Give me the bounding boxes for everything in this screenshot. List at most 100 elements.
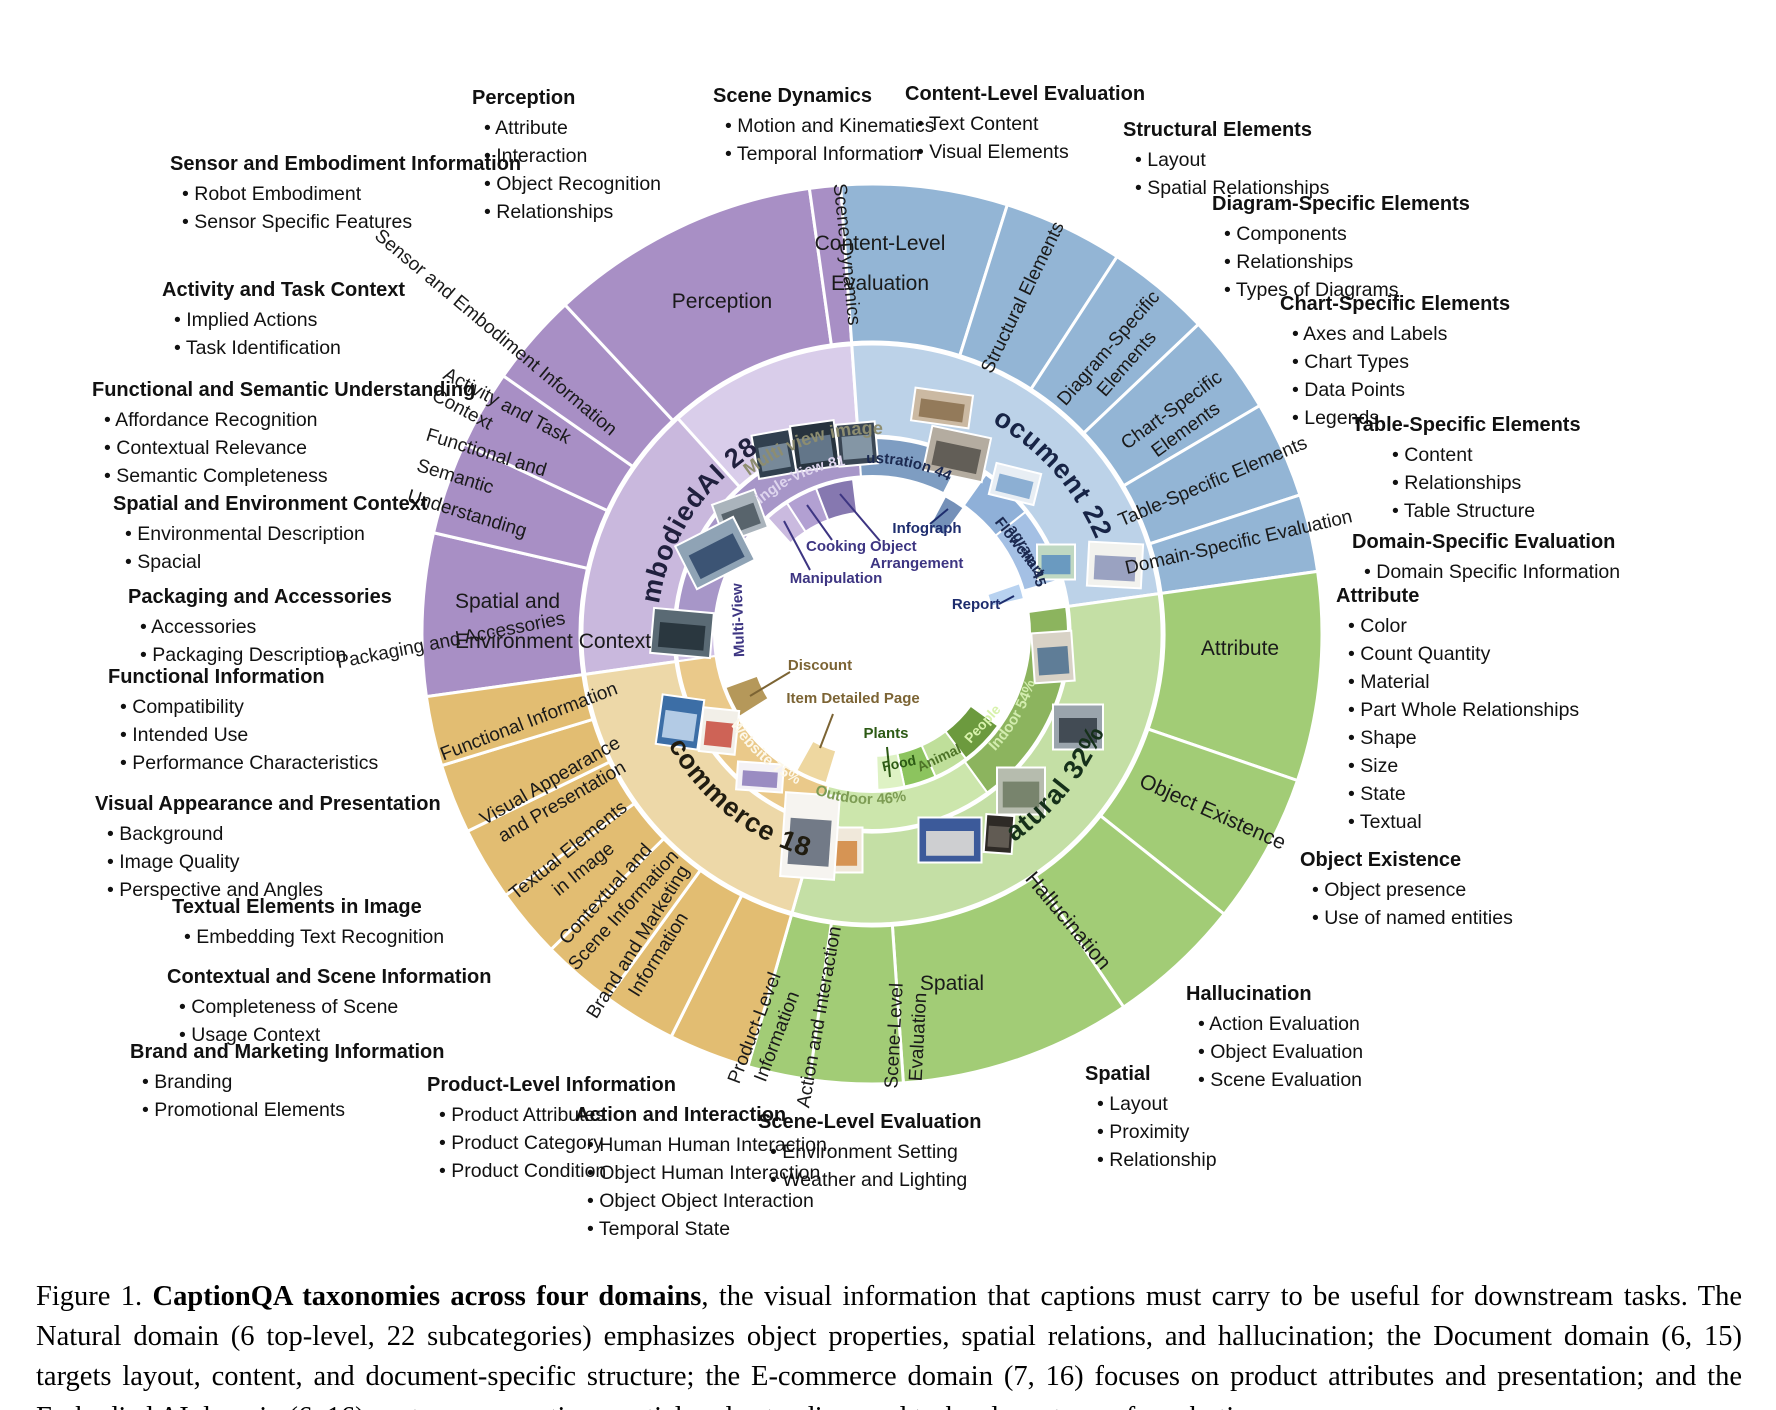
photo-thumbnail — [654, 693, 706, 751]
contextual-scene-information-annotation-title: Contextual and Scene Information — [167, 966, 492, 988]
scene-dynamics-annotation: Scene Dynamics• Motion and Kinematics• T… — [713, 84, 935, 168]
scene-dynamics-bullet: • Motion and Kinematics — [725, 115, 935, 137]
textual-elements-in-image-annotation-title: Textual Elements in Image — [172, 896, 422, 918]
photo-thumbnail — [697, 706, 741, 756]
structural-elements-annotation-title: Structural Elements — [1123, 119, 1312, 141]
sensor-embodiment-info-annotation-title: Sensor and Embodiment Information — [170, 153, 522, 175]
table-specific-elements-annotation: Table-Specific Elements• Content• Relati… — [1352, 413, 1581, 525]
spatial-label: Spatial — [920, 972, 984, 995]
activity-task-context-bullet: • Implied Actions — [174, 309, 318, 331]
functional-information-bullet: • Compatibility — [120, 696, 244, 718]
activity-task-context-annotation-title: Activity and Task Context — [162, 279, 406, 301]
photo-thumbnail — [673, 515, 757, 591]
spatial-environment-context-bullet: • Environmental Description — [125, 523, 365, 545]
functional-information-bullet: • Intended Use — [120, 724, 249, 746]
caption-prefix: Figure 1. — [36, 1280, 153, 1312]
product-level-information-annotation: Product-Level Information • Product Attri… — [427, 1073, 676, 1185]
spatial-bottom-annotation-title: Spatial — [1085, 1063, 1151, 1085]
photo-thumbnail — [1085, 540, 1145, 590]
visual-appearance-presentation-bullet: • Perspective and Angles — [107, 879, 324, 901]
product-level-information-annotation-title: Product-Level Information — [427, 1074, 676, 1096]
cooking-leader-line — [806, 504, 833, 541]
content-level-evaluation-bullet: • Text Content — [917, 113, 1039, 135]
functional-semantic-understanding-bullet: • Affordance Recognition — [104, 409, 318, 431]
structural-elements-bullet: • Layout — [1135, 149, 1206, 171]
item-detailed-page-leader-line — [819, 713, 834, 749]
scene-level-evaluation-bullet: • Weather and Lighting — [770, 1169, 968, 1191]
diagram-specific-elements-bullet: • Relationships — [1224, 251, 1354, 273]
photo-thumbnail — [735, 760, 785, 794]
spatial-environment-context-annotation-title: Spatial and Environment Context — [113, 493, 428, 515]
functional-semantic-understanding-bullet: • Contextual Relevance — [104, 437, 308, 459]
hallucination-bullet: • Scene Evaluation — [1198, 1069, 1363, 1091]
chart-specific-elements-bullet: • Data Points — [1292, 379, 1406, 401]
figure-caption: Figure 1. CaptionQA taxonomies across fo… — [36, 1277, 1742, 1410]
perception-annotation-title: Perception — [472, 87, 576, 109]
content-level-evaluation-annotation-title: Content-Level Evaluation — [905, 83, 1146, 105]
infograph-label: Infograph — [892, 520, 961, 537]
chart-specific-elements-bullet: • Legends — [1292, 407, 1380, 429]
item-detailed-page-wedge — [795, 739, 838, 785]
domain-specific-evaluation-annotation-title: Domain-Specific Evaluation — [1352, 531, 1616, 553]
diagram-specific-elements-annotation: Diagram-Specific Elements• Components• R… — [1212, 192, 1470, 304]
packaging-accessories-wedge — [424, 672, 595, 768]
chart-specific-elements-bullet: • Chart Types — [1292, 351, 1410, 373]
discount-label: Discount — [788, 657, 852, 674]
action-and-interaction-bullet: • Temporal State — [587, 1218, 731, 1240]
chart-specific-elements-annotation-title: Chart-Specific Elements — [1280, 293, 1511, 315]
spatial-bottom-bullet: • Layout — [1097, 1093, 1168, 1115]
photo-thumbnail — [917, 816, 983, 864]
perception-bullet: • Object Recognition — [484, 173, 662, 195]
ecommerce-domain-wedge — [583, 659, 820, 915]
attribute-bullet: • Count Quantity — [1348, 643, 1491, 665]
textual-elements-in-image-annotation: Textual Elements in Image • Embedding Tex… — [172, 895, 444, 951]
domain-specific-evaluation-bullet: • Domain Specific Information — [1364, 561, 1621, 583]
report-leader-line — [998, 595, 1015, 605]
product-level-information-bullet: • Product Attributes — [439, 1104, 606, 1126]
contextual-scene-information-bullet: • Completeness of Scene — [179, 996, 399, 1018]
manipulation-label: Manipulation — [790, 570, 883, 587]
textual-elements-in-image-bullet: • Embedding Text Recognition — [184, 926, 445, 948]
functional-information-annotation-title: Functional Information — [108, 666, 325, 688]
action-and-interaction-annotation-title: Action and Interaction — [575, 1104, 787, 1126]
product-level-information-bullet: • Product Condition — [439, 1160, 607, 1182]
infograph-wedge — [927, 494, 966, 537]
diagram-specific-elements-bullet: • Types of Diagrams — [1224, 279, 1399, 301]
product-level-information-bullet: • Product Category — [439, 1132, 603, 1154]
item-detailed-page-label: Item Detailed Page — [786, 690, 919, 707]
sensor-embodiment-info-bullet: • Robot Embodiment — [182, 183, 362, 205]
food-label: Food — [881, 752, 918, 775]
content-level-evaluation-annotation: Content-Level Evaluation• Text Content• … — [905, 82, 1145, 166]
perception-label: Perception — [672, 290, 772, 313]
attribute-bullet: • State — [1348, 783, 1406, 805]
action-and-interaction-bullet: • Human Human Interaction. — [587, 1134, 833, 1156]
sensor-embodiment-info-annotation: Sensor and Embodiment Information • Robot… — [170, 152, 521, 236]
packaging-accessories-bullet: • Packaging Description — [140, 644, 347, 666]
structural-elements-annotation: Structural Elements• Layout• Spatial Rel… — [1123, 118, 1329, 202]
diagram-specific-elements-annotation-title: Diagram-Specific Elements — [1212, 193, 1470, 215]
action-and-interaction-annotation: Action and Interaction • Human Human Inte… — [575, 1103, 832, 1243]
activity-task-context-annotation: Activity and Task Context • Implied Actio… — [162, 278, 405, 362]
object-arrangement-leader-line — [839, 493, 881, 542]
functional-information-annotation: Functional Information • Compatibility • I… — [108, 665, 378, 777]
perception-bullet: • Relationships — [484, 201, 614, 223]
object-existence-bullet: • Use of named entities — [1312, 907, 1513, 929]
photo-thumbnail — [1052, 703, 1104, 751]
photo-thumbnail — [834, 420, 880, 468]
hallucination-bullet: • Action Evaluation — [1198, 1013, 1360, 1035]
photo-thumbnail — [750, 427, 798, 481]
cooking-label: Cooking — [806, 538, 866, 555]
sensor-embodiment-info-bullet: • Sensor Specific Features — [182, 211, 413, 233]
activity-task-context-bullet: • Task Identification — [174, 337, 341, 359]
infograph-leader-line — [929, 508, 949, 525]
table-specific-elements-bullet: • Relationships — [1392, 472, 1522, 494]
chart-specific-elements-bullet: • Axes and Labels — [1292, 323, 1448, 345]
photo-thumbnail — [909, 386, 975, 430]
scene-level-evaluation-annotation-title: Scene-Level Evaluation — [758, 1111, 982, 1133]
photo-thumbnail — [921, 424, 993, 484]
scene-level-evaluation-annotation: Scene-Level Evaluation• Environment Sett… — [758, 1110, 981, 1194]
attribute-bullet: • Size — [1348, 755, 1399, 777]
caption-bold-title: CaptionQA taxonomies across four domains — [152, 1280, 702, 1312]
